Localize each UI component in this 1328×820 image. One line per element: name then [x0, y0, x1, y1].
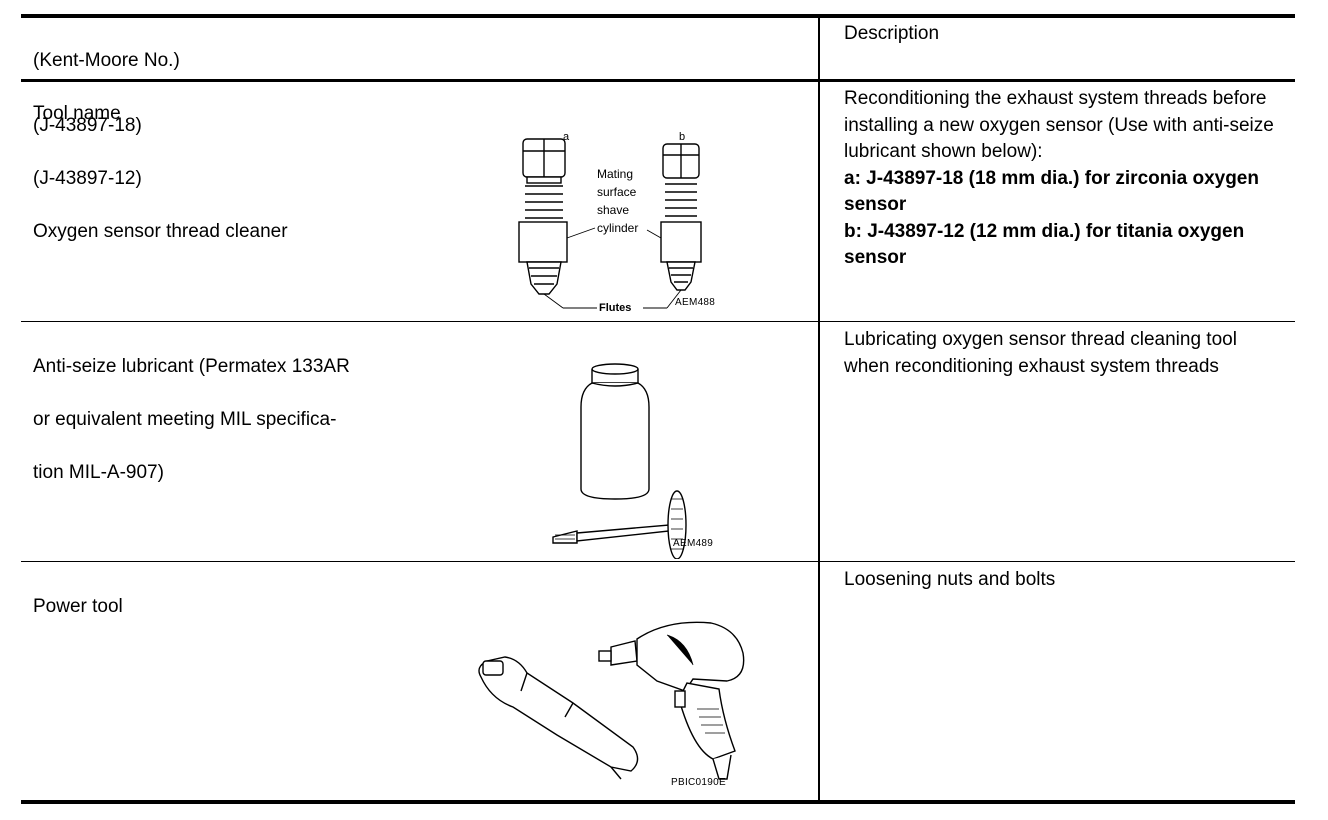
- callout-text: surface: [597, 185, 637, 199]
- row3-description: Loosening nuts and bolts: [844, 569, 1056, 590]
- brush-handle: [576, 524, 670, 542]
- description-bold-b: b: J-43897-12 (12 mm dia.) for titania o…: [844, 220, 1245, 269]
- description-text: Reconditioning the exhaust system thread…: [844, 88, 1274, 162]
- impact-nose: [610, 640, 638, 666]
- row2-tool-name: Anti-seize lubricant (Permatex 133AR or …: [33, 327, 350, 513]
- ratchet-head: [482, 660, 504, 676]
- shave-cylinder-b: [660, 221, 702, 263]
- row-divider: [21, 321, 1295, 322]
- brush-cap: [667, 490, 687, 559]
- row2-description: Lubricating oxygen sensor thread cleanin…: [844, 329, 1237, 377]
- header-description-label: Description: [844, 23, 940, 44]
- description-bold-a: a: J-43897-18 (18 mm dia.) for zirconia …: [844, 167, 1259, 216]
- tool-line: Power tool: [33, 595, 123, 617]
- header-tool-column: (Kent-Moore No.) Tool name: [33, 21, 180, 154]
- lubricant-illustration: [552, 363, 687, 559]
- tool-line: tion MIL-A-907): [33, 461, 164, 483]
- jar-lid: [591, 363, 639, 375]
- thread-cleaner-illustration: a b Mating surface shave cylinder Flutes: [518, 131, 702, 314]
- header-tool-name-label: Tool name: [33, 102, 121, 124]
- row-divider: [21, 561, 1295, 562]
- brush-bristles: [552, 530, 578, 544]
- callout-text: Mating: [597, 167, 633, 181]
- power-tool-illustration: [478, 621, 745, 780]
- table-top-rule: [21, 14, 1295, 18]
- threads-b: [665, 183, 697, 217]
- tool-line: Anti-seize lubricant (Permatex 133AR: [33, 355, 350, 377]
- header-kent-moore-label: (Kent-Moore No.): [33, 49, 180, 71]
- row1-tool-name: (J-43897-18) (J-43897-12) Oxygen sensor …: [33, 86, 288, 272]
- figure-label-b: b: [679, 131, 685, 143]
- threads-a: [525, 185, 563, 219]
- tool-line: Oxygen sensor thread cleaner: [33, 220, 288, 242]
- tool-line: (J-43897-12): [33, 167, 142, 189]
- trigger: [674, 690, 686, 708]
- special-tools-table: (Kent-Moore No.) Tool name Description (…: [21, 14, 1295, 804]
- shave-cylinder-a: [518, 221, 568, 263]
- tool-line: or equivalent meeting MIL specifica-: [33, 408, 337, 430]
- table-bottom-rule: [21, 800, 1295, 804]
- flutes-label: Flutes: [599, 302, 631, 314]
- impact-grip: [678, 682, 736, 760]
- callout-text: shave: [597, 203, 629, 217]
- figure-code: AEM488: [675, 297, 716, 308]
- row3-tool-name: Power tool: [33, 567, 123, 647]
- header-bottom-rule: [21, 79, 1295, 82]
- tool-line: (J-43897-18): [33, 114, 142, 136]
- row1-description: Reconditioning the exhaust system thread…: [844, 86, 1284, 272]
- callout-text: cylinder: [597, 221, 638, 235]
- figure-label-a: a: [563, 131, 570, 143]
- figure-code: AEM489: [673, 538, 714, 549]
- column-divider: [818, 16, 820, 802]
- figure-code: PBIC0190E: [671, 777, 726, 788]
- lubricant-jar: [580, 382, 650, 500]
